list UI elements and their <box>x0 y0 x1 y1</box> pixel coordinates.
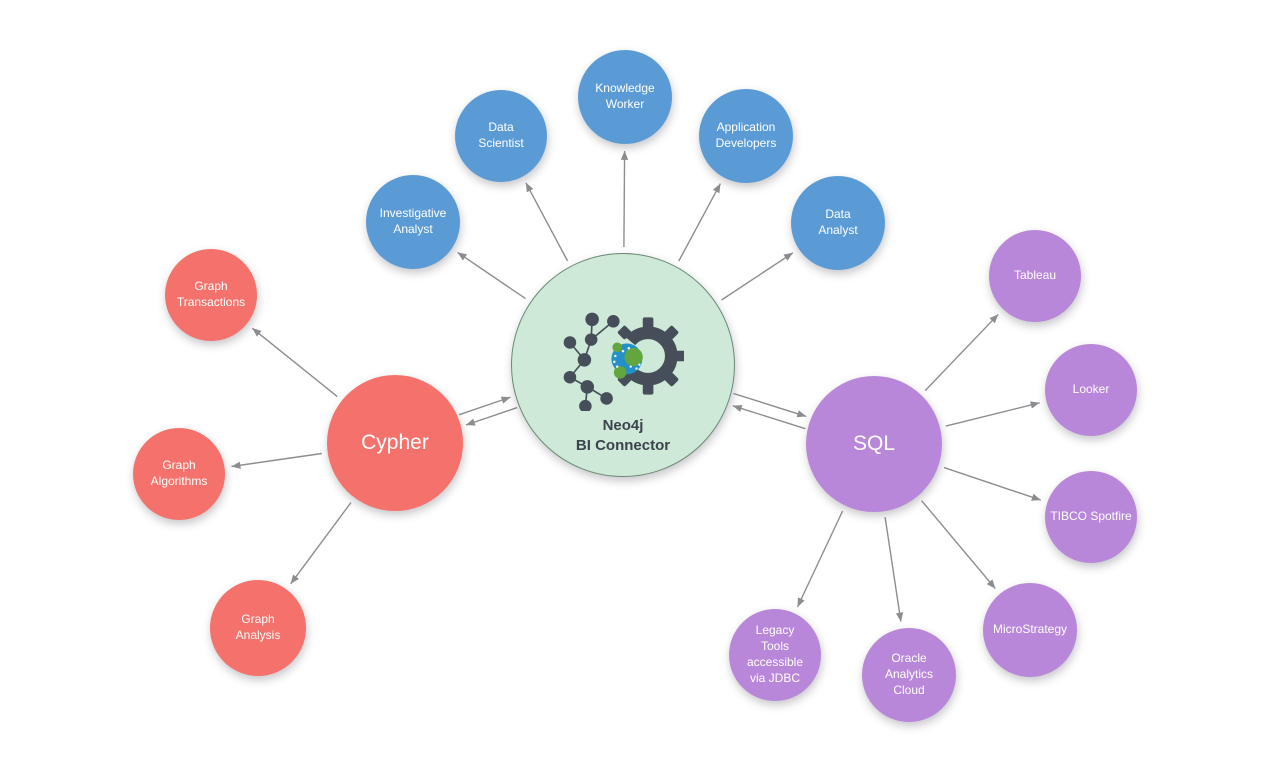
node-label-line: Analyst <box>393 222 433 236</box>
node-label-line: Knowledge <box>595 81 655 96</box>
node-cypher: Cypher <box>327 375 463 511</box>
node-label-line: Analytics <box>884 667 934 682</box>
node-label-line: Neo4j <box>602 416 644 434</box>
node-label-line: Graph <box>241 612 275 627</box>
node-label-tableau: Tableau <box>1014 268 1056 284</box>
node-label-line: via JDBC <box>749 670 800 685</box>
edge-sql-to-oracle-analytics-cloud <box>884 517 904 622</box>
edge-center-to-application-developers <box>678 183 722 262</box>
node-sql: SQL <box>806 376 942 512</box>
edge-center-to-investigative-analyst <box>457 251 526 300</box>
node-label-center: Neo4j BI Connector <box>576 416 670 456</box>
edge-cypher-to-graph-analysis <box>290 502 352 585</box>
node-label-looker: Looker <box>1073 382 1110 398</box>
node-label-line: Transactions <box>176 295 246 309</box>
edge-center-to-knowledge-worker <box>620 150 629 248</box>
node-label-line: Graph <box>194 279 228 294</box>
neo4j-logo <box>611 342 643 379</box>
edge-cypher-to-center <box>459 396 511 416</box>
node-label-line: Data <box>488 120 514 135</box>
node-label-line: Tableau <box>1013 268 1057 283</box>
node-center: Neo4j BI Connector <box>511 253 735 477</box>
edge-sql-to-microstrategy <box>921 500 996 590</box>
node-label-line: Developers <box>715 136 777 150</box>
edge-sql-to-tibco-spotfire <box>943 466 1042 501</box>
edge-cypher-to-graph-algorithms <box>231 452 322 469</box>
node-looker: Looker <box>1045 344 1137 436</box>
edge-sql-to-legacy-tools <box>796 510 844 608</box>
node-label-line: Tools <box>760 639 789 654</box>
edge-sql-to-looker <box>945 401 1040 427</box>
edge-cypher-to-graph-transactions <box>251 327 338 398</box>
node-label-sql: SQL <box>853 431 895 456</box>
edge-sql-to-center <box>732 404 806 430</box>
neo4j-gear-graph-icon <box>563 312 684 411</box>
node-tibco-spotfire: TIBCO Spotfire <box>1045 471 1137 563</box>
node-label-line: Cloud <box>893 682 925 697</box>
node-label-line: Algorithms <box>150 474 208 488</box>
node-label-line: Looker <box>1072 382 1110 397</box>
edge-center-to-sql <box>733 392 807 418</box>
node-label-line: Analyst <box>818 223 858 237</box>
node-label-line: Worker <box>605 97 645 111</box>
node-label-cypher: Cypher <box>361 430 429 455</box>
edge-center-to-cypher <box>465 406 518 426</box>
edge-center-to-data-analyst <box>721 252 794 301</box>
node-label-line: Cypher <box>361 431 429 455</box>
node-label-line: Application <box>716 120 776 135</box>
node-label-line: accessible <box>746 655 804 669</box>
node-label-line: Graph <box>162 458 196 473</box>
node-label-line: MicroStrategy <box>992 622 1068 637</box>
node-microstrategy: MicroStrategy <box>983 583 1077 677</box>
node-label-microstrategy: MicroStrategy <box>993 622 1067 638</box>
node-label-line: Legacy <box>755 623 795 638</box>
node-label-line: Data <box>825 207 851 222</box>
edge-sql-to-tableau <box>924 313 999 392</box>
node-label-line: Oracle <box>891 651 927 666</box>
node-label-line: TIBCO Spotfire <box>1050 509 1132 524</box>
node-label-line: Analysis <box>235 628 281 642</box>
node-label-line: Scientist <box>478 136 524 150</box>
node-label-line: SQL <box>852 432 896 456</box>
edge-center-to-data-scientist <box>525 182 569 262</box>
node-label-line: BI Connector <box>575 436 671 454</box>
node-label-tibco-spotfire: TIBCO Spotfire <box>1050 509 1131 525</box>
node-label-line: Investigative <box>379 206 447 221</box>
node-tableau: Tableau <box>989 230 1081 322</box>
graph-molecule-icon <box>563 312 620 411</box>
